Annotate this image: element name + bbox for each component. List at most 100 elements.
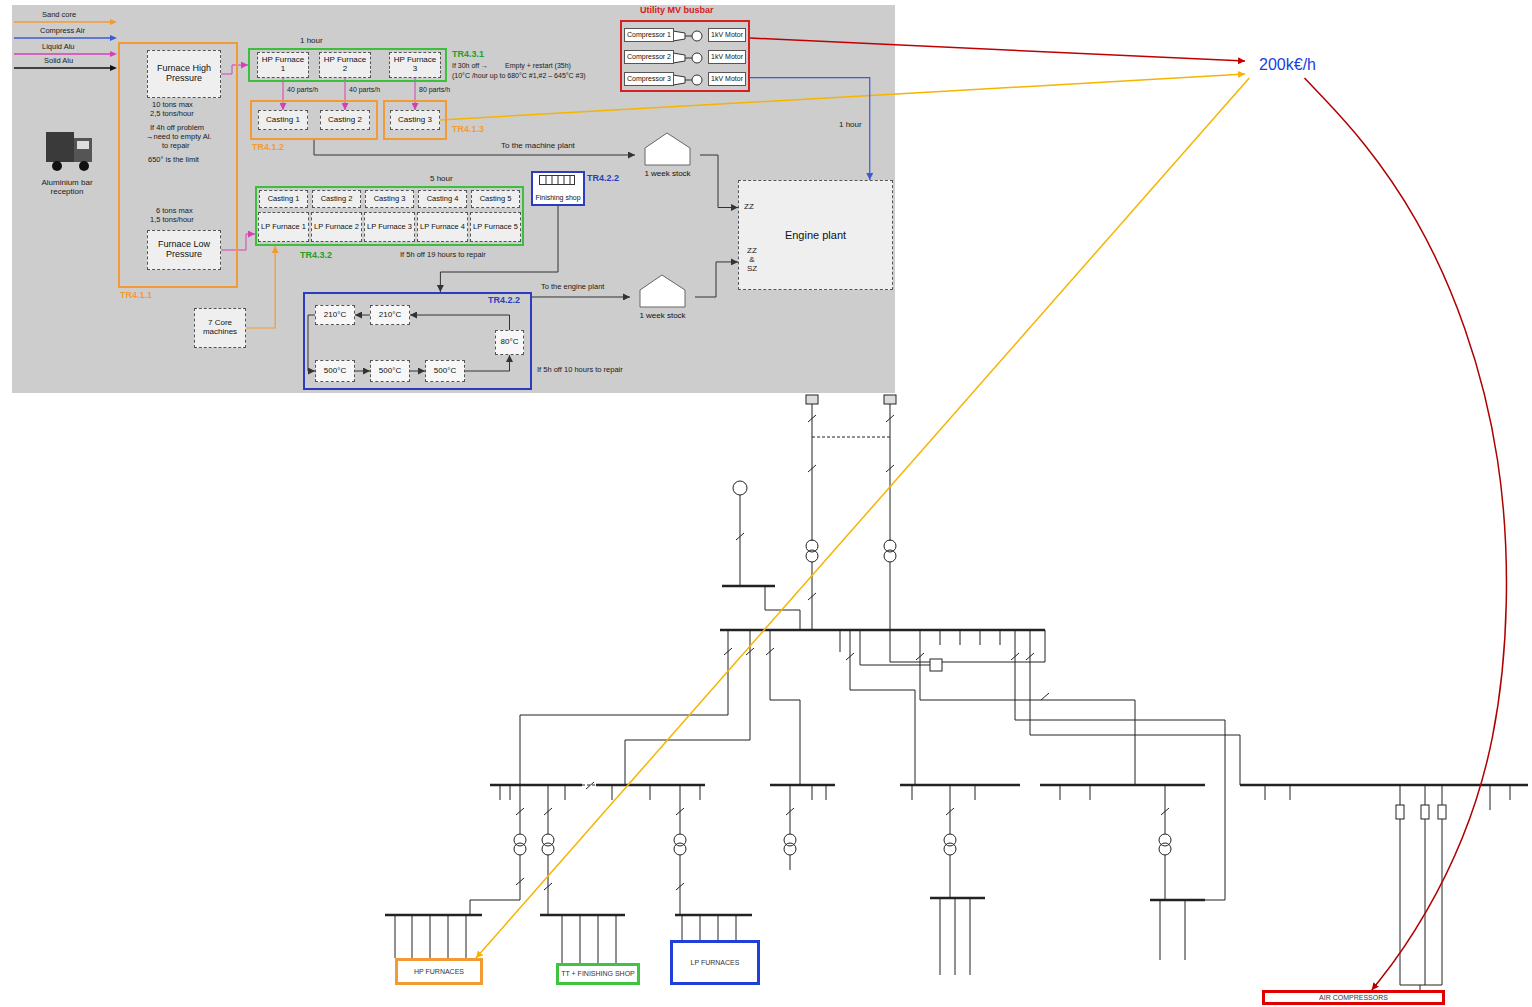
finishing-shop-box: Finishing shopTR4.2.2 [531, 171, 585, 206]
oven-box: 80°C [495, 330, 524, 355]
casting-box: Casting 1 [259, 190, 308, 208]
note-label: ZZ & SZ [744, 246, 760, 274]
incoming-feeder [806, 395, 818, 404]
connector [465, 355, 510, 371]
sand-core-line [14, 21, 110, 23]
box-label: 80°C [501, 338, 519, 347]
box-label: Casting 5 [480, 195, 512, 203]
truck-window [77, 141, 89, 149]
box-label: 500°C [434, 367, 456, 376]
note-label: 40 parts/h [349, 86, 380, 94]
transformer-symbol [806, 550, 818, 562]
transformer-symbol [674, 843, 686, 855]
transformer-symbol [884, 550, 896, 562]
transformer-symbol [514, 843, 526, 855]
connector [308, 315, 315, 371]
box-label: Casting 4 [427, 195, 459, 203]
casting-box: Casting 5 [471, 190, 520, 208]
furnace-box: Furnace High Pressure [147, 50, 221, 98]
note-label: Empty + restart (35h) [505, 62, 571, 70]
furnace-box: LP Furnace 1 [258, 212, 309, 242]
box-label: Furnace Low Pressure [150, 240, 218, 260]
motor-symbol [692, 75, 702, 85]
connector [221, 234, 255, 250]
legend-arrowheads [110, 35, 117, 41]
furnace-box: HP Furnace 1 [257, 52, 309, 78]
furnace-box: Furnace Low Pressure [147, 230, 221, 270]
note-label: (10°C /hour up to 680°C #1,#2 – 645°C #3… [452, 72, 586, 80]
oven-box: 500°C [370, 360, 410, 382]
box-label: AIR COMPRESSORS [1319, 994, 1388, 1002]
connector [750, 38, 1245, 61]
finishing-shop-icon [539, 175, 575, 185]
feeder-highlight: AIR COMPRESSORS [1262, 990, 1445, 1005]
box-label: 1 week stock [639, 312, 685, 321]
note-label: →need to empty Al. [146, 133, 211, 142]
oven-box: 210°C [370, 305, 410, 325]
connector [345, 78, 346, 110]
note-label: Aluminium bar reception [36, 178, 98, 196]
motor-label: 1kV Motor [708, 72, 746, 86]
connector [532, 296, 630, 297]
truck-wheel [79, 161, 89, 171]
connector [415, 78, 416, 110]
note-label: If 4h off problem [150, 124, 204, 133]
box-label: 500°C [324, 367, 346, 376]
casting-box: Casting 2 [312, 190, 361, 208]
box-heading: TR4.1.1 [120, 290, 152, 300]
connector [314, 140, 635, 155]
connector [221, 65, 248, 74]
note-label: 1 hour [300, 36, 323, 45]
motor-label: 1kV Motor [708, 50, 746, 64]
compress-air-line [14, 37, 110, 39]
stock-silo [640, 275, 685, 307]
box-label: 200k€/h [1259, 56, 1316, 74]
connector-label: To the machine plant [500, 141, 576, 150]
box-label: Finishing shop [535, 194, 580, 202]
fuse-symbol [1396, 805, 1404, 819]
compressor-label: Compressor 3 [624, 72, 674, 86]
box-label: HP Furnace 2 [322, 56, 368, 74]
utility-busbar-group: Compressor 11kV MotorCompressor 21kV Mot… [620, 20, 750, 92]
connector [440, 74, 1245, 120]
note-label: 40 parts/h [287, 86, 318, 94]
box-heading: TR4.1.3 [452, 124, 484, 134]
truck-wheel [52, 161, 62, 171]
connectors [221, 38, 1506, 990]
solid-alu-line [14, 67, 110, 69]
legend-arrowheads [110, 65, 117, 71]
furnace-box: LP Furnace 2 [311, 212, 362, 242]
note-label: 650° is the limit [148, 156, 199, 165]
oven-box: 210°C [315, 305, 355, 325]
liquid-alu-line [14, 53, 110, 55]
note-label: 80 parts/h [419, 86, 450, 94]
box-label: 7 Core machines [197, 319, 243, 337]
connector [246, 246, 275, 328]
fuse-symbol [1421, 805, 1429, 819]
motor-symbol [692, 53, 702, 63]
note-label: 2,5 tons/hour [150, 110, 194, 119]
box-heading: TR4.3.2 [300, 250, 332, 260]
box-label: 210°C [324, 311, 346, 320]
box-label: Engine plant [785, 229, 846, 241]
connector-label: To the engine plant [540, 283, 605, 292]
box-label: Casting 2 [321, 195, 353, 203]
lp-furnace-group: Casting 1Casting 2Casting 3Casting 4Cast… [255, 186, 524, 246]
box-label: Furnace High Pressure [150, 64, 218, 84]
compressor-symbol [673, 75, 692, 85]
box-label: LP Furnace 2 [314, 223, 359, 231]
connector [695, 262, 738, 297]
wiring [395, 404, 1510, 990]
connector [355, 315, 370, 316]
note-label: to repair [162, 142, 190, 151]
core-machines-box: 7 Core machines [194, 308, 246, 348]
casting-group: Casting 3TR4.1.3 [383, 100, 447, 140]
fuse-symbol [1438, 805, 1446, 819]
motor-symbol [692, 31, 702, 41]
feeder-highlight: LP FURNACES [670, 940, 760, 985]
oven-box: 500°C [425, 360, 465, 382]
box-heading: TR4.1.2 [252, 142, 284, 152]
casting-box: Casting 1 [258, 110, 308, 130]
ups-symbol [930, 659, 942, 671]
